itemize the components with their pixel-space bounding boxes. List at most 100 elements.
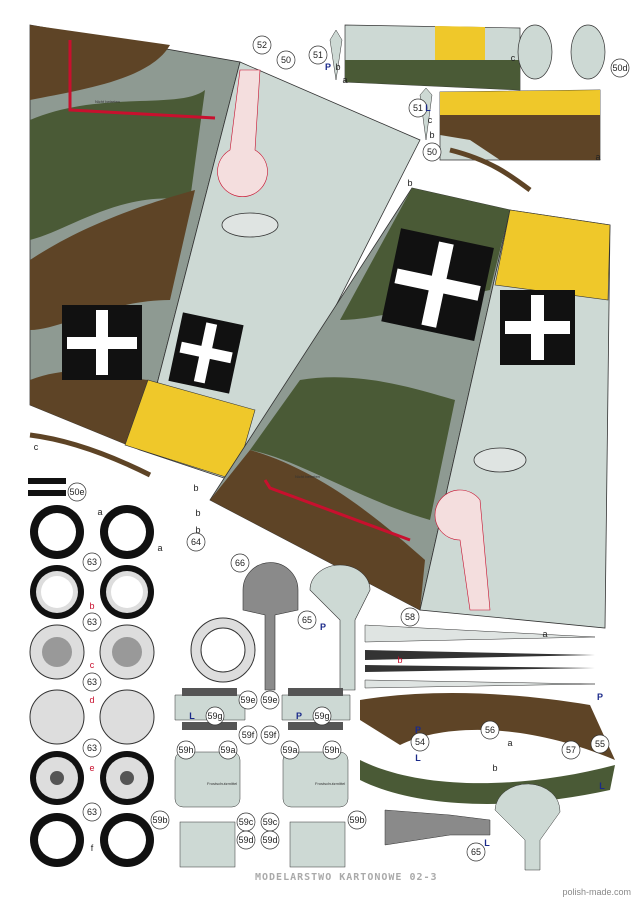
part-letter: c [511, 53, 516, 63]
part-number-p50d: 50d [612, 63, 627, 73]
part-number-circle [480, 720, 500, 740]
part-number-p66: 66 [235, 558, 245, 568]
part-letter: c [34, 442, 39, 452]
wheels [28, 478, 256, 867]
part-letter: L [599, 781, 605, 791]
part-letter: b [195, 525, 200, 535]
part-number-circle [82, 612, 102, 632]
part-number-circle [400, 607, 420, 627]
part-number-p63d: 63 [87, 743, 97, 753]
part-letter: c [428, 115, 433, 125]
part-number-p59a2: 59a [282, 745, 297, 755]
part-number-p59f2: 59f [264, 730, 277, 740]
part-number-circle [347, 810, 367, 830]
part-number-p51a: 51 [313, 50, 323, 60]
part-letter: b [397, 655, 402, 665]
part-letter: c [90, 660, 95, 670]
balkenkreuz-2 [168, 312, 244, 394]
part-number-circle [82, 552, 102, 572]
part-number-circle [218, 740, 238, 760]
part-number-circle [410, 732, 430, 752]
part-number-circle [82, 738, 102, 758]
right-wing: Nicht betreten [209, 187, 611, 629]
part-letter: L [415, 753, 421, 763]
part-letter: P [296, 711, 302, 721]
part-number-p63c: 63 [87, 677, 97, 687]
part-letter: d [89, 695, 94, 705]
part-number-circle [205, 706, 225, 726]
part-letter: a [97, 507, 102, 517]
part-number-p59d1: 59d [238, 835, 253, 845]
part-letter: P [415, 725, 421, 735]
part-number-p63b: 63 [87, 617, 97, 627]
part-number-p54: 54 [415, 737, 425, 747]
part-number-circle [312, 706, 332, 726]
part-number-p59g1: 59g [207, 711, 222, 721]
part-number-circle [238, 725, 258, 745]
part-number-circle [230, 553, 250, 573]
part-number-circle [561, 740, 581, 760]
walkway-text: Nicht betreten [295, 474, 320, 479]
part-number-circle [260, 725, 280, 745]
part-number-circle [150, 810, 170, 830]
part-number-p50a: 50 [281, 55, 291, 65]
part-number-p65b: 65 [471, 847, 481, 857]
part-number-p59f1: 59f [242, 730, 255, 740]
part-letter: b [407, 178, 412, 188]
part-number-p52: 52 [257, 40, 267, 50]
part-letter: b [335, 62, 340, 72]
part-letter: e [89, 763, 94, 773]
part-number-circle [260, 690, 280, 710]
part-number-circle [82, 672, 102, 692]
part-number-circle [260, 830, 280, 850]
part-number-circle [590, 734, 610, 754]
part-number-p59h1: 59h [178, 745, 193, 755]
part-number-p50b: 50 [427, 147, 437, 157]
part-letter: L [425, 103, 431, 113]
part-number-p64: 64 [191, 537, 201, 547]
footer-title: MODELARSTWO KARTONOWE 02-3 [255, 872, 438, 883]
balkenkreuz-3 [381, 228, 494, 341]
part-letter: b [492, 763, 497, 773]
part-letter: P [325, 62, 331, 72]
part-letter: L [484, 838, 490, 848]
aileron-parts [29, 24, 606, 478]
part-number-p57: 57 [566, 745, 576, 755]
part-number-p50e: 50e [69, 487, 84, 497]
part-letter: b [429, 130, 434, 140]
part-number-p59b2: 59b [349, 815, 364, 825]
part-number-p59a1: 59a [220, 745, 235, 755]
part-letter: a [157, 543, 162, 553]
frost-text: Frostschutzmittel [207, 781, 237, 786]
part-number-circle [82, 802, 102, 822]
part-letter: a [507, 738, 512, 748]
part-number-circle [176, 740, 196, 760]
part-number-circle [466, 842, 486, 862]
balkenkreuz-4 [500, 290, 575, 365]
part-letter: f [91, 843, 94, 853]
part-letter: a [542, 629, 547, 639]
part-number-circle [610, 58, 630, 78]
part-number-circle [238, 690, 258, 710]
part-number-circle [408, 98, 428, 118]
part-number-p56: 56 [485, 725, 495, 735]
part-number-p59b1: 59b [152, 815, 167, 825]
balkenkreuz-1 [62, 305, 142, 380]
part-number-p59c1: 59c [239, 817, 254, 827]
part-number-p63a: 63 [87, 557, 97, 567]
part-number-circle [322, 740, 342, 760]
part-number-circle [252, 35, 272, 55]
part-number-p65a: 65 [302, 615, 312, 625]
footer-site: polish-made.com [562, 887, 631, 897]
part-number-circle [308, 45, 328, 65]
part-number-p59e2: 59e [262, 695, 277, 705]
part-number-circle [276, 50, 296, 70]
part-number-p63e: 63 [87, 807, 97, 817]
part-number-p59h2: 59h [324, 745, 339, 755]
part-number-p59c2: 59c [263, 817, 278, 827]
walkway-text: Nicht betreten [95, 99, 120, 104]
part-letter: b [195, 508, 200, 518]
part-letter: a [595, 152, 600, 162]
part-letter: P [597, 692, 603, 702]
